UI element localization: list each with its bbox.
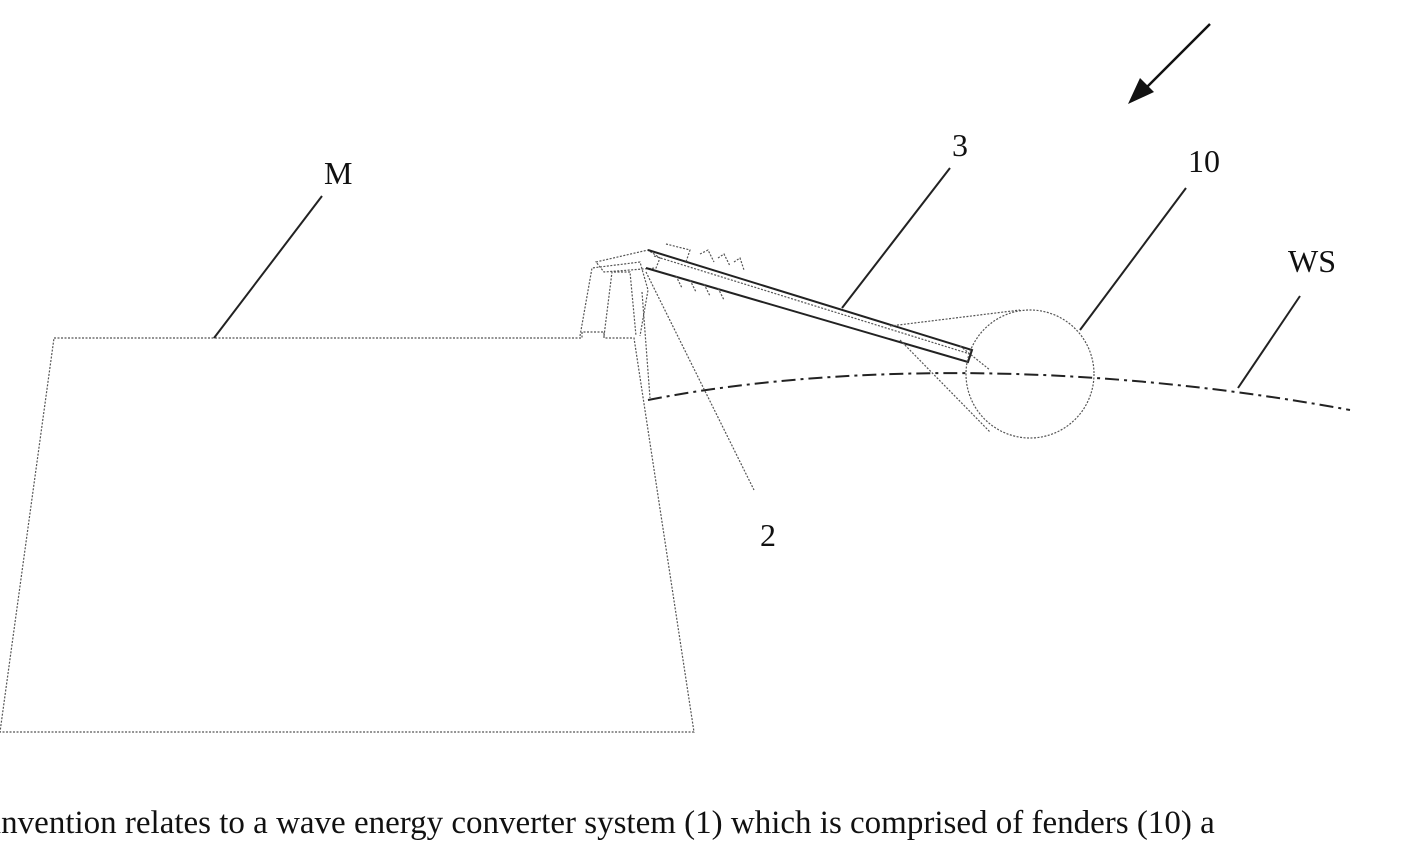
label-10: 10 [1188, 143, 1220, 179]
wave-direction-arrow-shaft [1142, 24, 1210, 92]
support-pillar-inner [604, 272, 636, 336]
wave-direction-arrow-head [1128, 78, 1154, 104]
fender-arm-lines [890, 310, 1020, 432]
arm-inner-line [654, 256, 970, 354]
label-ws: WS [1288, 243, 1336, 279]
leader-m [214, 196, 322, 338]
label-3: 3 [952, 127, 968, 163]
mole-face-line [642, 272, 754, 490]
label-m: M [324, 155, 352, 191]
arm [646, 250, 972, 362]
mole-body [0, 332, 694, 732]
leader-3 [842, 168, 950, 308]
support-pillar [580, 262, 648, 336]
leader-ws [1238, 296, 1300, 388]
caption-text: invention relates to a wave energy conve… [0, 805, 1418, 842]
label-2: 2 [760, 517, 776, 553]
leader-10 [1080, 188, 1186, 330]
arm-mechanism [666, 244, 744, 270]
